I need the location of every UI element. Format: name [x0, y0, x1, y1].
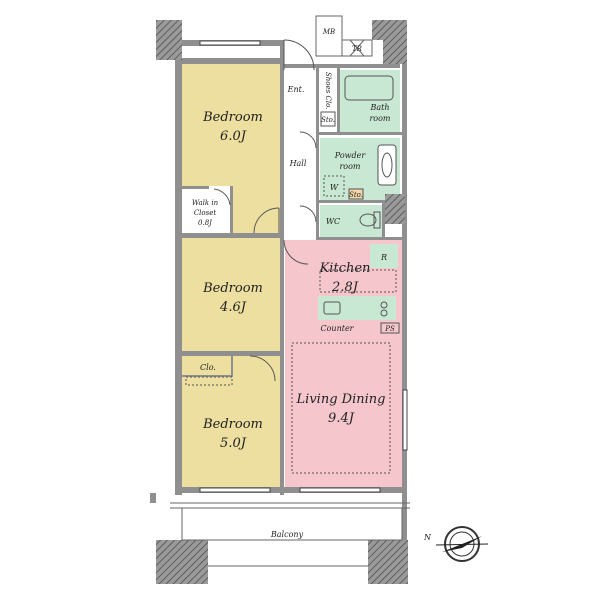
bedroom-3-name: Bedroom [202, 417, 263, 432]
ps-box [380, 322, 400, 334]
bedroom-4-6j-area [181, 238, 280, 351]
sto-box-2 [348, 188, 364, 200]
sto-label-1: Sto. [321, 116, 335, 124]
tr-label: TR [352, 45, 363, 53]
walk-in-line1: Walk in [192, 199, 219, 207]
compass-icon: N [423, 526, 489, 562]
bedroom-1-size: 6.0J [220, 129, 247, 144]
bedroom-2-name: Bedroom [202, 281, 263, 296]
wc-label: WC [326, 217, 340, 226]
compass-north-label: N [423, 533, 432, 542]
wash-basin [377, 144, 397, 186]
walk-in-line2: Closet [194, 209, 217, 217]
room-fills [181, 64, 403, 487]
powder-line2: room [339, 162, 360, 171]
kitchen-name: Kitchen [319, 261, 371, 276]
powder-line1: Powder [334, 151, 367, 160]
kitchen-size: 2.8J [331, 280, 359, 295]
wc-area [320, 205, 382, 237]
living-name: Living Dining [296, 392, 386, 407]
fixtures [185, 75, 400, 474]
bedroom-5j-area [181, 356, 280, 487]
bedroom-2-size: 4.6J [219, 300, 247, 315]
walk-in-size: 0.8J [198, 219, 213, 227]
w-label: W [330, 183, 339, 192]
ps-label: PS [384, 325, 395, 333]
bedroom-1-name: Bedroom [202, 110, 263, 125]
ent-label: Ent. [287, 85, 305, 94]
toilet [359, 213, 377, 227]
counter-label: Counter [320, 324, 354, 333]
refrigerator-area [370, 244, 398, 268]
shoes-clo-label: Shoes Clo. [324, 72, 332, 109]
windows [199, 40, 408, 493]
living-rug [291, 342, 391, 474]
balcony-label: Balcony [270, 530, 304, 539]
hall-label: Hall [289, 159, 307, 168]
door-swings [213, 39, 317, 382]
living-size: 9.4J [328, 411, 355, 426]
sto-label-2: Sto. [349, 191, 363, 199]
clo-shelf [185, 376, 233, 386]
bath-line1: Bath [369, 103, 389, 112]
bath-line2: room [369, 114, 390, 123]
sink [323, 301, 341, 315]
walk-in-closet-area [181, 186, 231, 233]
columns [156, 20, 408, 584]
sto-box-1 [320, 111, 336, 127]
clo-label: Clo. [200, 363, 216, 372]
balcony-outline [170, 502, 410, 567]
living-dining-area [285, 337, 403, 487]
labels: Bedroom 6.0J Walk in Closet 0.8J Bedroom… [192, 28, 395, 539]
stove-burner [380, 301, 388, 309]
bedroom-3-size: 5.0J [220, 436, 247, 451]
bathtub [344, 75, 394, 101]
mb-label: MB [322, 28, 335, 36]
washer-spot [323, 175, 345, 197]
bath-area [340, 70, 400, 132]
meter-box [315, 15, 373, 57]
r-label: R [380, 253, 387, 262]
